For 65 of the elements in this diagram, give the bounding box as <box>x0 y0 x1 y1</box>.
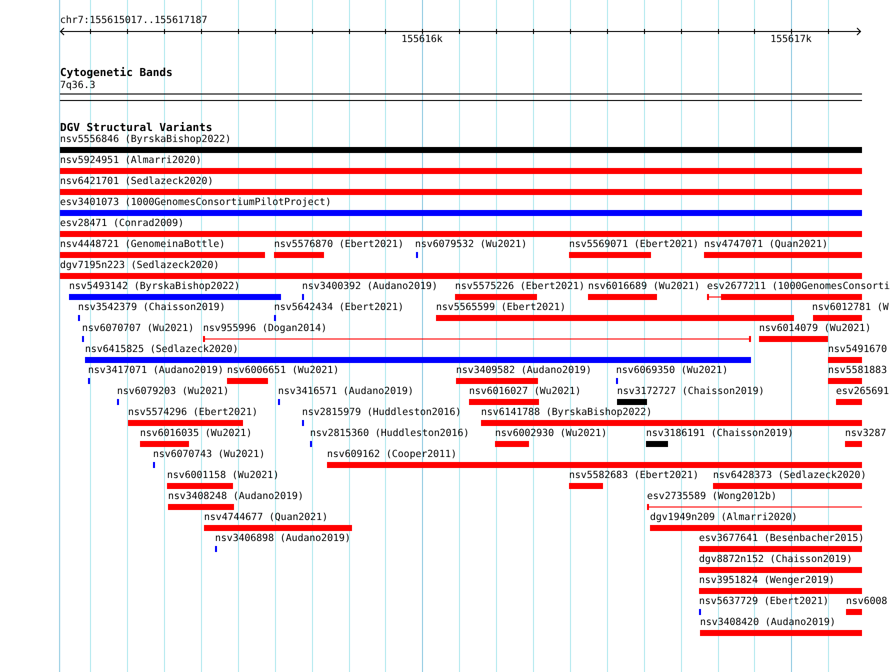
variant-label: nsv3186191 (Chaisson2019) <box>646 428 794 440</box>
band-label: 7q36.3 <box>60 80 96 92</box>
tick-label: 155617k <box>770 34 812 46</box>
variant-label: nsv3408248 (Audano2019) <box>168 491 304 503</box>
variant-label: nsv3406898 (Audano2019) <box>215 533 351 545</box>
variant-label: nsv5582683 (Ebert2021) <box>569 470 699 482</box>
variant-label: nsv6070743 (Wu2021) <box>153 449 266 461</box>
variant-label: nsv5581883 <box>828 365 887 377</box>
variant-label: nsv5576870 (Ebert2021) <box>274 239 404 251</box>
variant-label: nsv3542379 (Chaisson2019) <box>78 302 226 314</box>
variant-label: nsv5574296 (Ebert2021) <box>128 407 258 419</box>
variant-label: nsv6016027 (Wu2021) <box>469 386 582 398</box>
location-label: chr7:155615017..155617187 <box>60 15 208 27</box>
variant-label: nsv3287 <box>845 428 886 440</box>
variant-label: nsv955996 (Dogan2014) <box>203 323 328 335</box>
variant-label: esv2735589 (Wong2012b) <box>647 491 778 503</box>
variant-label: nsv6016689 (Wu2021) <box>588 281 700 293</box>
variant-label: nsv3408420 (Audano2019) <box>700 617 837 629</box>
track-title: Cytogenetic Bands <box>60 67 173 79</box>
variant-label: nsv3951824 (Wenger2019) <box>699 575 836 587</box>
variant-label: nsv5637729 (Ebert2021) <box>699 596 829 608</box>
variant-label: nsv5491670 <box>828 344 887 356</box>
variant-label: nsv6415825 (Sedlazeck2020) <box>85 344 240 356</box>
variant-label: nsv6069350 (Wu2021) <box>616 365 728 377</box>
variant-label: nsv5642434 (Ebert2021) <box>274 302 404 314</box>
variant-label: nsv3400392 (Audano2019) <box>302 281 438 293</box>
variant-label: nsv6006651 (Wu2021) <box>227 365 340 377</box>
variant-label: nsv5575226 (Ebert2021) <box>455 281 585 293</box>
variant-label: nsv5556846 (ByrskaBishop2022) <box>60 134 232 146</box>
variant-label: nsv2815360 (Huddleston2016) <box>310 428 470 440</box>
variant-label: nsv609162 (Cooper2011) <box>327 449 458 461</box>
variant-label: nsv6079203 (Wu2021) <box>117 386 230 398</box>
variant-label: nsv6070707 (Wu2021) <box>82 323 194 335</box>
variant-label: esv3401073 (1000GenomesConsortiumPilotProject) <box>60 197 332 209</box>
variant-label: nsv5493142 (ByrskaBishop2022) <box>69 281 242 293</box>
variant-label: nsv6079532 (Wu2021) <box>415 239 528 251</box>
variant-label: nsv6008 <box>846 596 888 608</box>
variant-label: esv265691 <box>836 386 890 398</box>
variant-label: nsv6012781 (W <box>812 302 889 314</box>
variant-label: dgv8872n152 (Chaisson2019) <box>699 554 854 566</box>
variant-label: nsv6002930 (Wu2021) <box>495 428 608 440</box>
variant-label: nsv6428373 (Sedlazeck2020) <box>713 470 866 482</box>
variant-label: nsv6014079 (Wu2021) <box>759 323 872 335</box>
variant-label: nsv5565599 (Ebert2021) <box>436 302 567 314</box>
tick-label: 155616k <box>401 34 443 46</box>
variant-label: dgv1949n209 (Almarri2020) <box>650 512 798 524</box>
variant-label: nsv6141788 (ByrskaBishop2022) <box>481 407 654 419</box>
variant-label: nsv4744677 (Quan2021) <box>204 512 329 524</box>
track-title: DGV Structural Variants <box>60 122 212 134</box>
variant-label: esv28471 (Conrad2009) <box>60 218 185 230</box>
variant-label: nsv6001158 (Wu2021) <box>167 470 280 482</box>
variant-label: nsv2815979 (Huddleston2016) <box>302 407 462 419</box>
variant-label: nsv3409582 (Audano2019) <box>456 365 592 377</box>
variant-label: nsv6421701 (Sedlazeck2020) <box>60 176 214 188</box>
variant-label: nsv4747071 (Quan2021) <box>704 239 829 251</box>
variant-label: nsv5924951 (Almarri2020) <box>60 155 203 167</box>
variant-label: nsv5569071 (Ebert2021) <box>569 239 699 251</box>
variant-label: esv2677211 (1000GenomesConsorti <box>707 281 890 293</box>
variant-label: nsv6016035 (Wu2021) <box>140 428 252 440</box>
variant-label: nsv3172727 (Chaisson2019) <box>617 386 764 398</box>
variant-label: dgv7195n223 (Sedlazeck2020) <box>60 260 220 272</box>
variant-label: nsv3416571 (Audano2019) <box>278 386 414 398</box>
variant-label: esv3677641 (Besenbacher2015) <box>699 533 864 545</box>
variant-label: nsv3417071 (Audano2019) <box>88 365 224 377</box>
variant-label: nsv4448721 (GenomeinaBottle) <box>60 239 226 251</box>
